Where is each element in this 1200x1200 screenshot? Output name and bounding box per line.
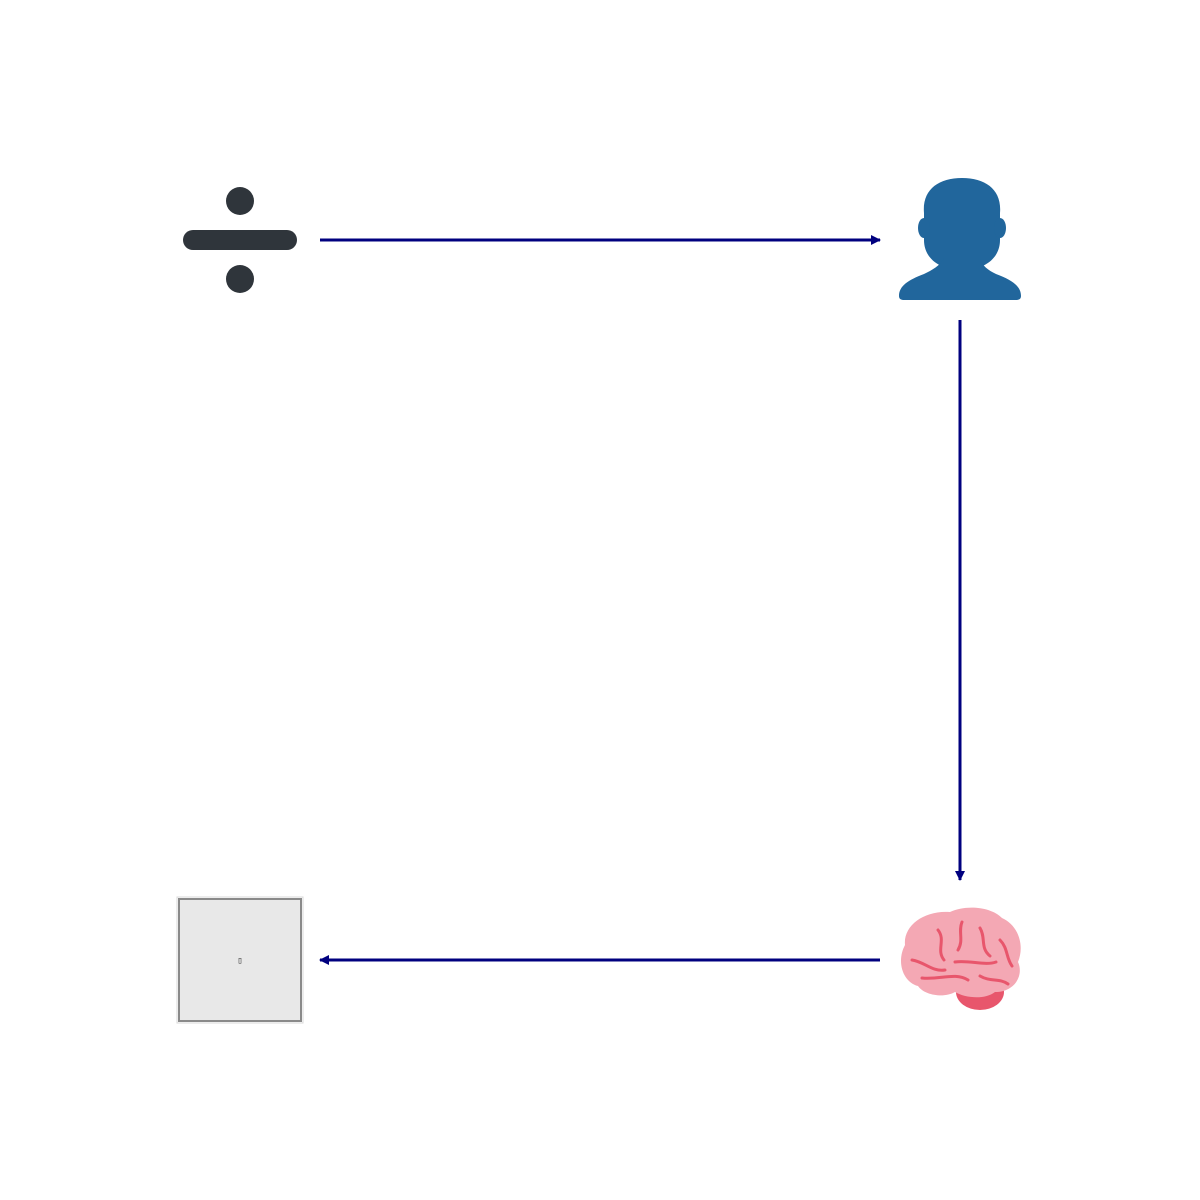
division-sign-icon [183, 187, 297, 293]
brain-icon [901, 907, 1021, 1010]
placeholder-glyph: ▯ [237, 956, 242, 966]
missing-glyph-box-icon: ▯ [176, 896, 304, 1024]
person-silhouette-icon [899, 178, 1021, 300]
